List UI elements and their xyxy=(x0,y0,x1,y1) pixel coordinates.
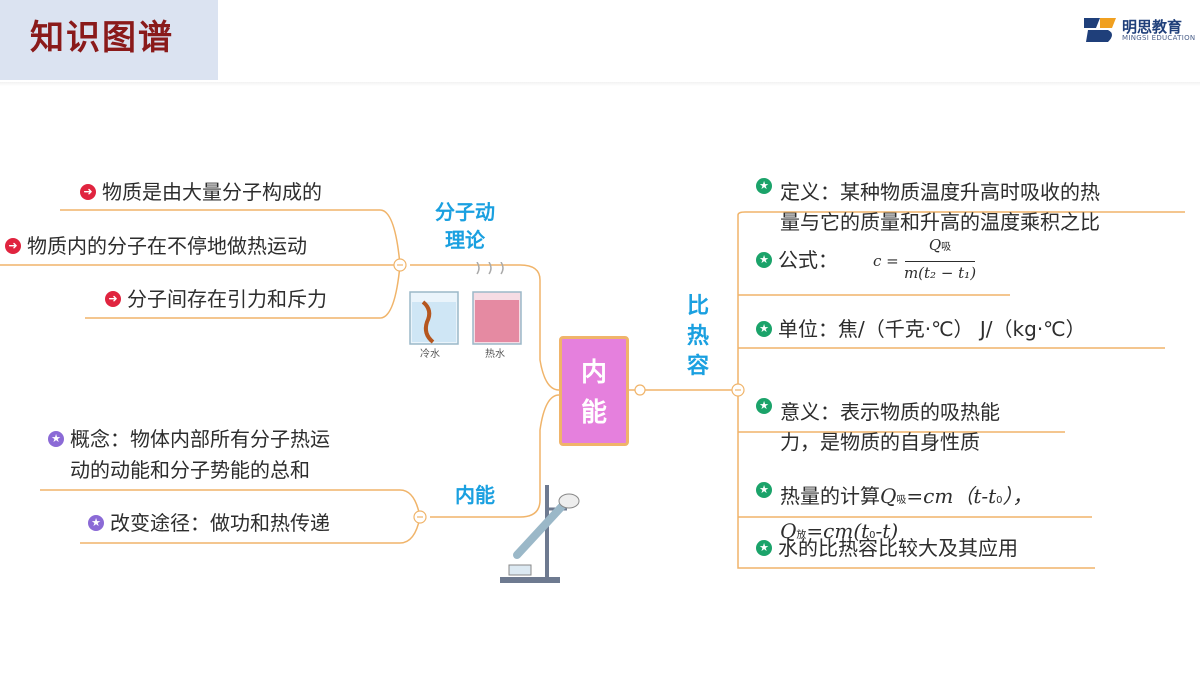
page-title: 知识图谱 xyxy=(30,18,174,58)
center-label-line2: 能 xyxy=(580,398,607,428)
star-bullet-icon: ★ xyxy=(48,430,64,447)
int-item-concept[interactable]: ★概念：物体内部所有分子热运 xyxy=(48,424,330,454)
heat-unit[interactable]: ★单位：焦/（千克·℃） J/（kg·℃） xyxy=(756,314,1086,344)
arrow-bullet-icon: ➜ xyxy=(105,290,121,307)
header-divider xyxy=(0,82,1200,86)
beakers-illustration: 冷水 热水 xyxy=(409,262,522,360)
branch-heat-label[interactable]: 比 热 容 xyxy=(680,292,716,382)
branch-molecular-line1: 分子动 xyxy=(435,200,495,224)
logo-subtitle: MINGSI EDUCATION xyxy=(1122,34,1196,42)
center-node[interactable]: 内 能 xyxy=(559,336,629,446)
star-bullet-icon: ★ xyxy=(756,539,772,556)
logo-name: 明思教育 xyxy=(1122,18,1183,36)
branch-heat-line2: 热 xyxy=(686,324,709,349)
formula-numerator: Q吸 xyxy=(928,236,952,254)
connector-heat-calc xyxy=(737,390,1095,569)
beaker-cold-label: 冷水 xyxy=(420,347,440,360)
branch-heat-line1: 比 xyxy=(686,294,709,319)
center-label-line1: 内 xyxy=(580,358,607,388)
title-banner xyxy=(0,0,218,80)
heat-formula[interactable]: ★公式： xyxy=(756,245,838,275)
heat-definition[interactable]: ★ 定义：某种物质温度升高时吸收的热 量与它的质量和升高的温度乘积之比 xyxy=(756,147,1100,237)
connector-mol-item1 xyxy=(60,209,401,266)
star-bullet-icon: ★ xyxy=(88,514,104,531)
beaker-hot-label: 热水 xyxy=(485,347,505,360)
branch-molecular-line2: 理论 xyxy=(445,228,485,252)
star-bullet-icon: ★ xyxy=(756,320,772,337)
connector-internal-trunk xyxy=(430,394,560,518)
branch-heat-line3: 容 xyxy=(686,354,709,379)
connector-mol-item3 xyxy=(85,264,401,319)
int-item-change[interactable]: ★改变途径：做功和热传递 xyxy=(88,508,330,538)
formula-lhs: c = xyxy=(873,252,899,270)
arrow-bullet-icon: ➜ xyxy=(5,237,21,254)
formula-denominator: m(t₂ − t₁) xyxy=(903,264,977,282)
formula-fraction-bar xyxy=(905,261,975,262)
logo-icon xyxy=(1084,18,1116,42)
heat-calculation[interactable]: ★ 热量的计算Q吸=cm（t-t0）， Q放=cm(t0-t) xyxy=(756,451,1033,551)
mol-item-1[interactable]: ➜物质是由大量分子构成的 xyxy=(80,177,322,207)
branch-molecular-label[interactable]: 分子动 理论 xyxy=(425,198,505,254)
mol-item-3[interactable]: ➜分子间存在引力和斥力 xyxy=(105,284,327,314)
star-bullet-icon: ★ xyxy=(756,481,772,498)
star-bullet-icon: ★ xyxy=(756,397,772,414)
arrow-bullet-icon: ➜ xyxy=(80,183,96,200)
int-item-concept-line2: 动的动能和分子势能的总和 xyxy=(70,458,310,482)
heat-meaning[interactable]: ★ 意义：表示物质的吸热能 力，是物质的自身性质 xyxy=(756,367,1000,457)
heat-water[interactable]: ★水的比热容比较大及其应用 xyxy=(756,533,1018,563)
connector-heat-def xyxy=(737,211,1185,390)
mol-item-2[interactable]: ➜物质内的分子在不停地做热运动 xyxy=(5,231,307,261)
star-bullet-icon: ★ xyxy=(756,251,772,268)
connector-molecular-trunk xyxy=(410,264,560,391)
star-bullet-icon: ★ xyxy=(756,177,772,194)
test-tube-illustration xyxy=(500,485,580,583)
branch-internal-label[interactable]: 内能 xyxy=(455,483,495,507)
